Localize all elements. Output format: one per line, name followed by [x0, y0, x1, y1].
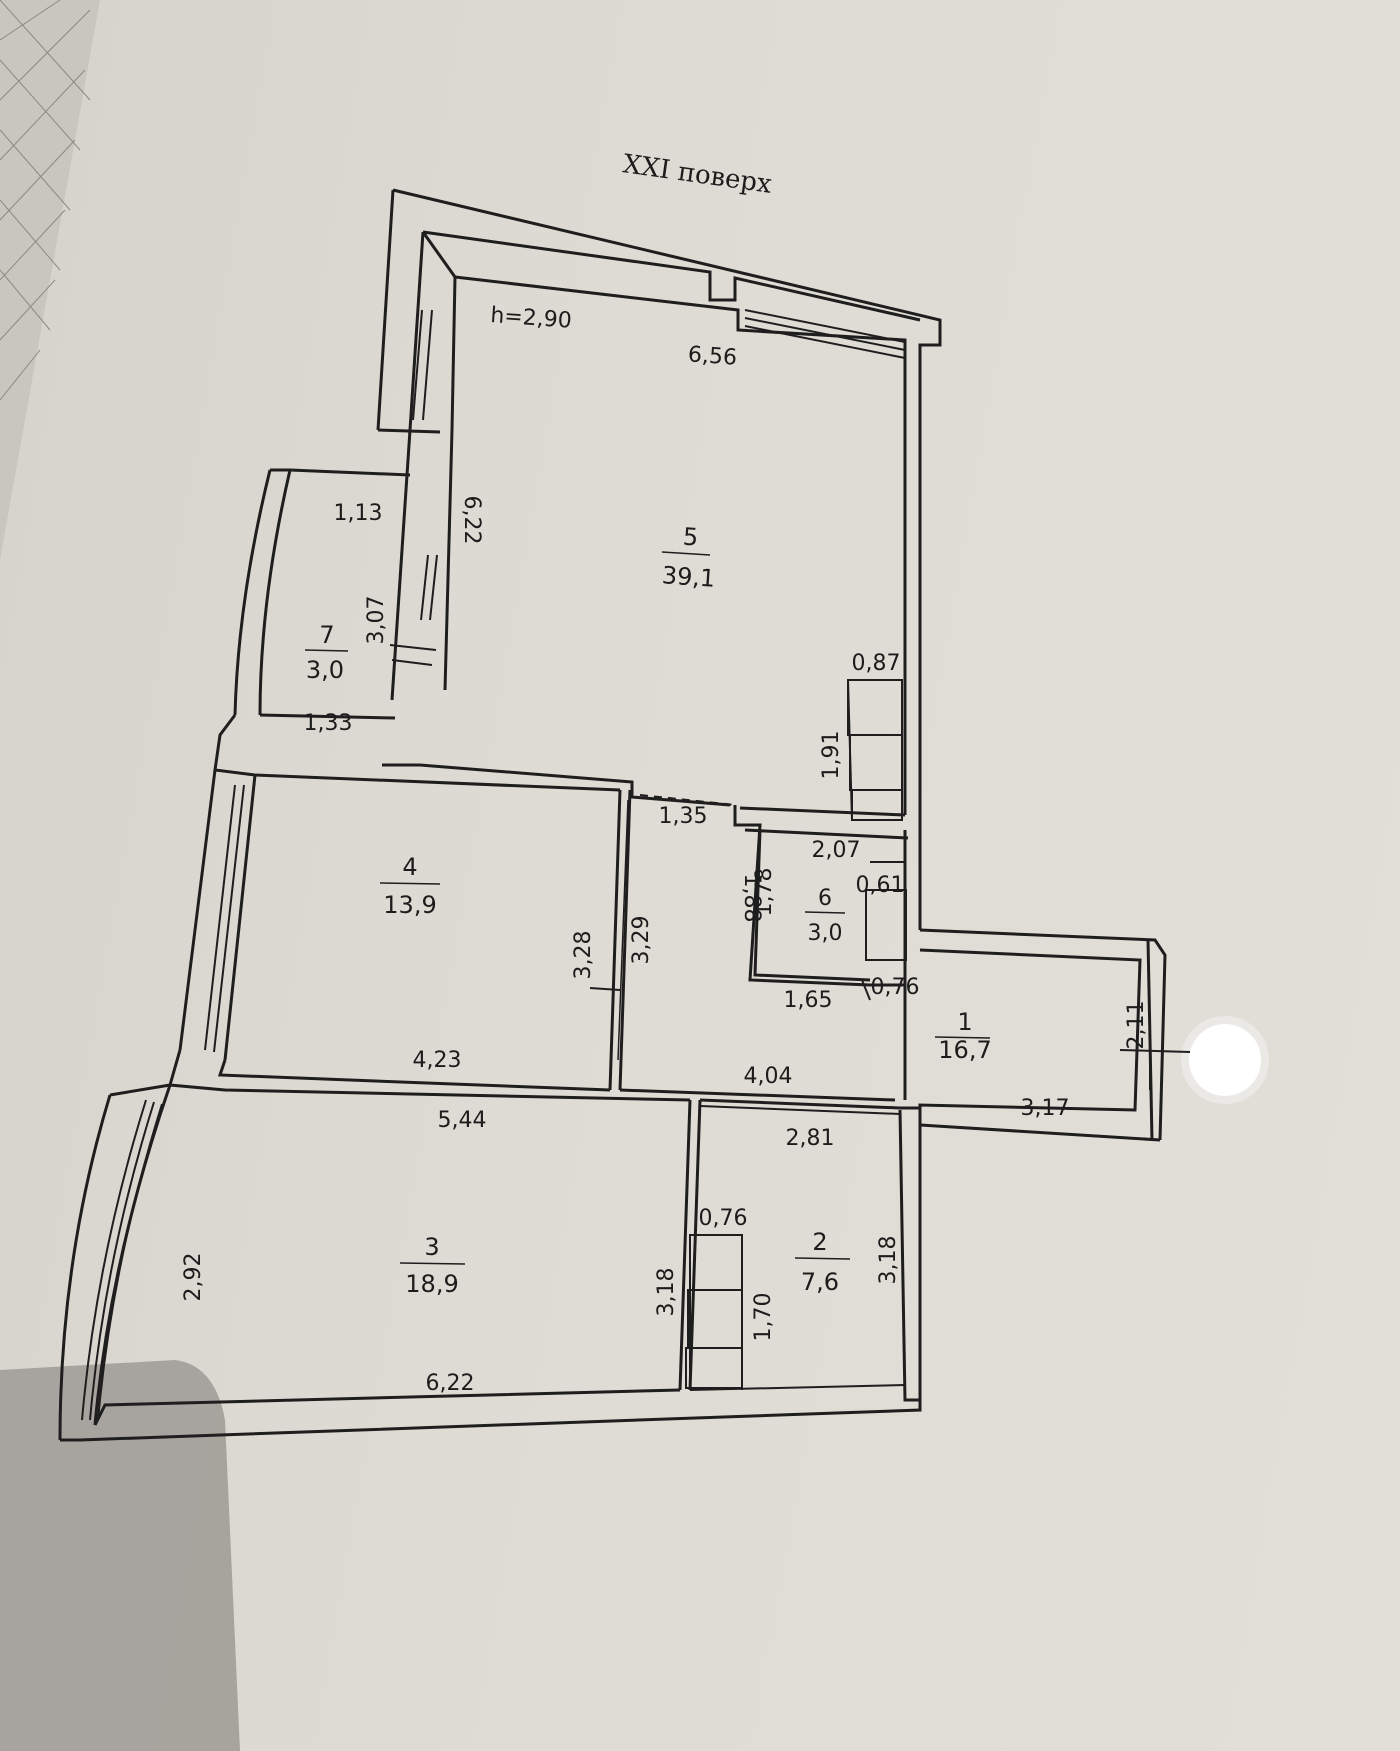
room-area: 39,1 [661, 561, 716, 593]
dim-1-13: 1,13 [334, 501, 383, 526]
dim-6-56: 6,56 [687, 342, 738, 370]
dim-3-18-left: 3,18 [654, 1268, 679, 1317]
dim-2-92: 2,92 [181, 1253, 206, 1302]
dim-2-81: 2,81 [786, 1126, 835, 1151]
dim-3-07: 3,07 [364, 596, 389, 645]
room-5: 5 39,1 [661, 523, 716, 593]
dim-0-76-top: 0,76 [871, 975, 920, 1000]
dim-4-04: 4,04 [744, 1064, 793, 1089]
room-3: 3 18,9 [399, 1233, 466, 1298]
dim-2-07: 2,07 [812, 838, 861, 863]
dim-1-33: 1,33 [304, 711, 353, 736]
room-number: 5 [682, 523, 699, 552]
room-area: 18,9 [405, 1270, 458, 1298]
room-number: 3 [424, 1233, 439, 1261]
dim-3-29: 3,29 [629, 916, 654, 965]
dim-3-17: 3,17 [1021, 1096, 1070, 1121]
dim-1-91: 1,91 [819, 731, 844, 780]
room-4: 4 13,9 [379, 853, 441, 919]
dim-6-22-vertical: 6,22 [459, 496, 484, 545]
room-number: 6 [818, 886, 832, 911]
dim-2-11: 2,11 [1124, 1001, 1149, 1050]
room-area: 16,7 [938, 1036, 991, 1064]
shadow [0, 1360, 240, 1751]
dimensions: 6,56 6,22 1,13 3,07 1,33 0,87 1,91 1,35 … [181, 342, 1149, 1396]
room-area: 7,6 [801, 1268, 839, 1296]
room-2: 2 7,6 [794, 1228, 851, 1296]
room-number: 1 [957, 1008, 972, 1036]
room-area: 3,0 [808, 921, 843, 946]
walls [58, 188, 1191, 1442]
dim-1-78: 1,78 [752, 868, 777, 917]
dim-1-88: 1,88 [739, 874, 764, 923]
dim-1-65: 1,65 [784, 988, 833, 1013]
dim-4-23: 4,23 [413, 1048, 462, 1073]
floor-title: XXI поверх [621, 149, 774, 200]
dim-5-44: 5,44 [438, 1108, 487, 1133]
binding-edge [0, 0, 100, 560]
dim-0-87: 0,87 [852, 651, 901, 676]
dim-3-18-right: 3,18 [876, 1236, 901, 1285]
room-7: 7 3,0 [304, 621, 349, 684]
dim-1-70: 1,70 [751, 1293, 776, 1342]
ceiling-height: h=2,90 [490, 303, 573, 334]
dim-0-76-bottom: 0,76 [699, 1206, 748, 1231]
dim-0-61: 0,61 [856, 873, 905, 898]
room-area: 13,9 [383, 891, 436, 919]
room-number: 7 [319, 621, 334, 649]
dim-1-35: 1,35 [659, 804, 708, 829]
room-area: 3,0 [306, 656, 344, 684]
room-number: 4 [402, 853, 417, 881]
dim-3-28: 3,28 [571, 931, 596, 980]
room-6: 6 3,0 [804, 886, 846, 946]
room-1: 1 16,7 [934, 1008, 992, 1064]
room-number: 2 [812, 1228, 827, 1256]
dim-6-22-horizontal: 6,22 [426, 1371, 475, 1396]
glare [1189, 1024, 1261, 1096]
